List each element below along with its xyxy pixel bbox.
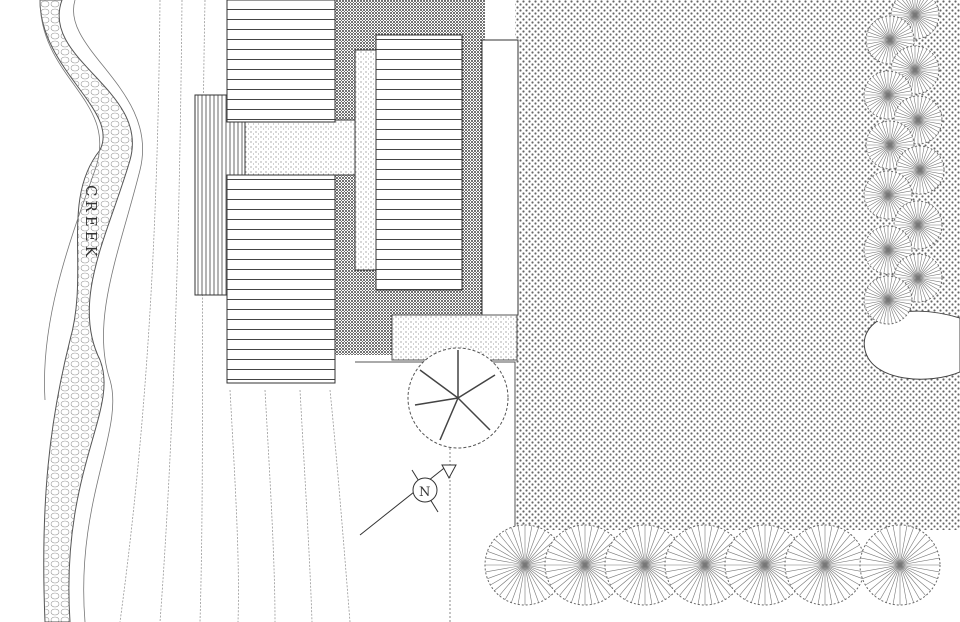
- north-wing-roof: [226, 0, 336, 123]
- creek: CREEK: [39, 0, 143, 622]
- east-wing-roof: [375, 34, 463, 291]
- north-arrow-icon: N: [359, 464, 457, 536]
- walkway: [354, 49, 378, 271]
- south-wing-roof: [226, 174, 336, 384]
- tree-icon: [724, 524, 806, 606]
- connector-walk: [244, 119, 356, 176]
- north-label: N: [419, 485, 430, 500]
- contour-lines: [119, 0, 351, 622]
- tree-icon: [863, 225, 913, 275]
- tree-icon: [859, 524, 941, 606]
- tree-row-south: [484, 524, 941, 606]
- house: [194, 0, 519, 384]
- specimen-tree: [407, 347, 509, 449]
- creek-label: CREEK: [82, 185, 100, 261]
- porch: [481, 39, 519, 316]
- drive-edge: [355, 361, 516, 530]
- tree-icon: [784, 524, 866, 606]
- tree-icon: [863, 275, 913, 325]
- tree-row-east: [863, 0, 945, 325]
